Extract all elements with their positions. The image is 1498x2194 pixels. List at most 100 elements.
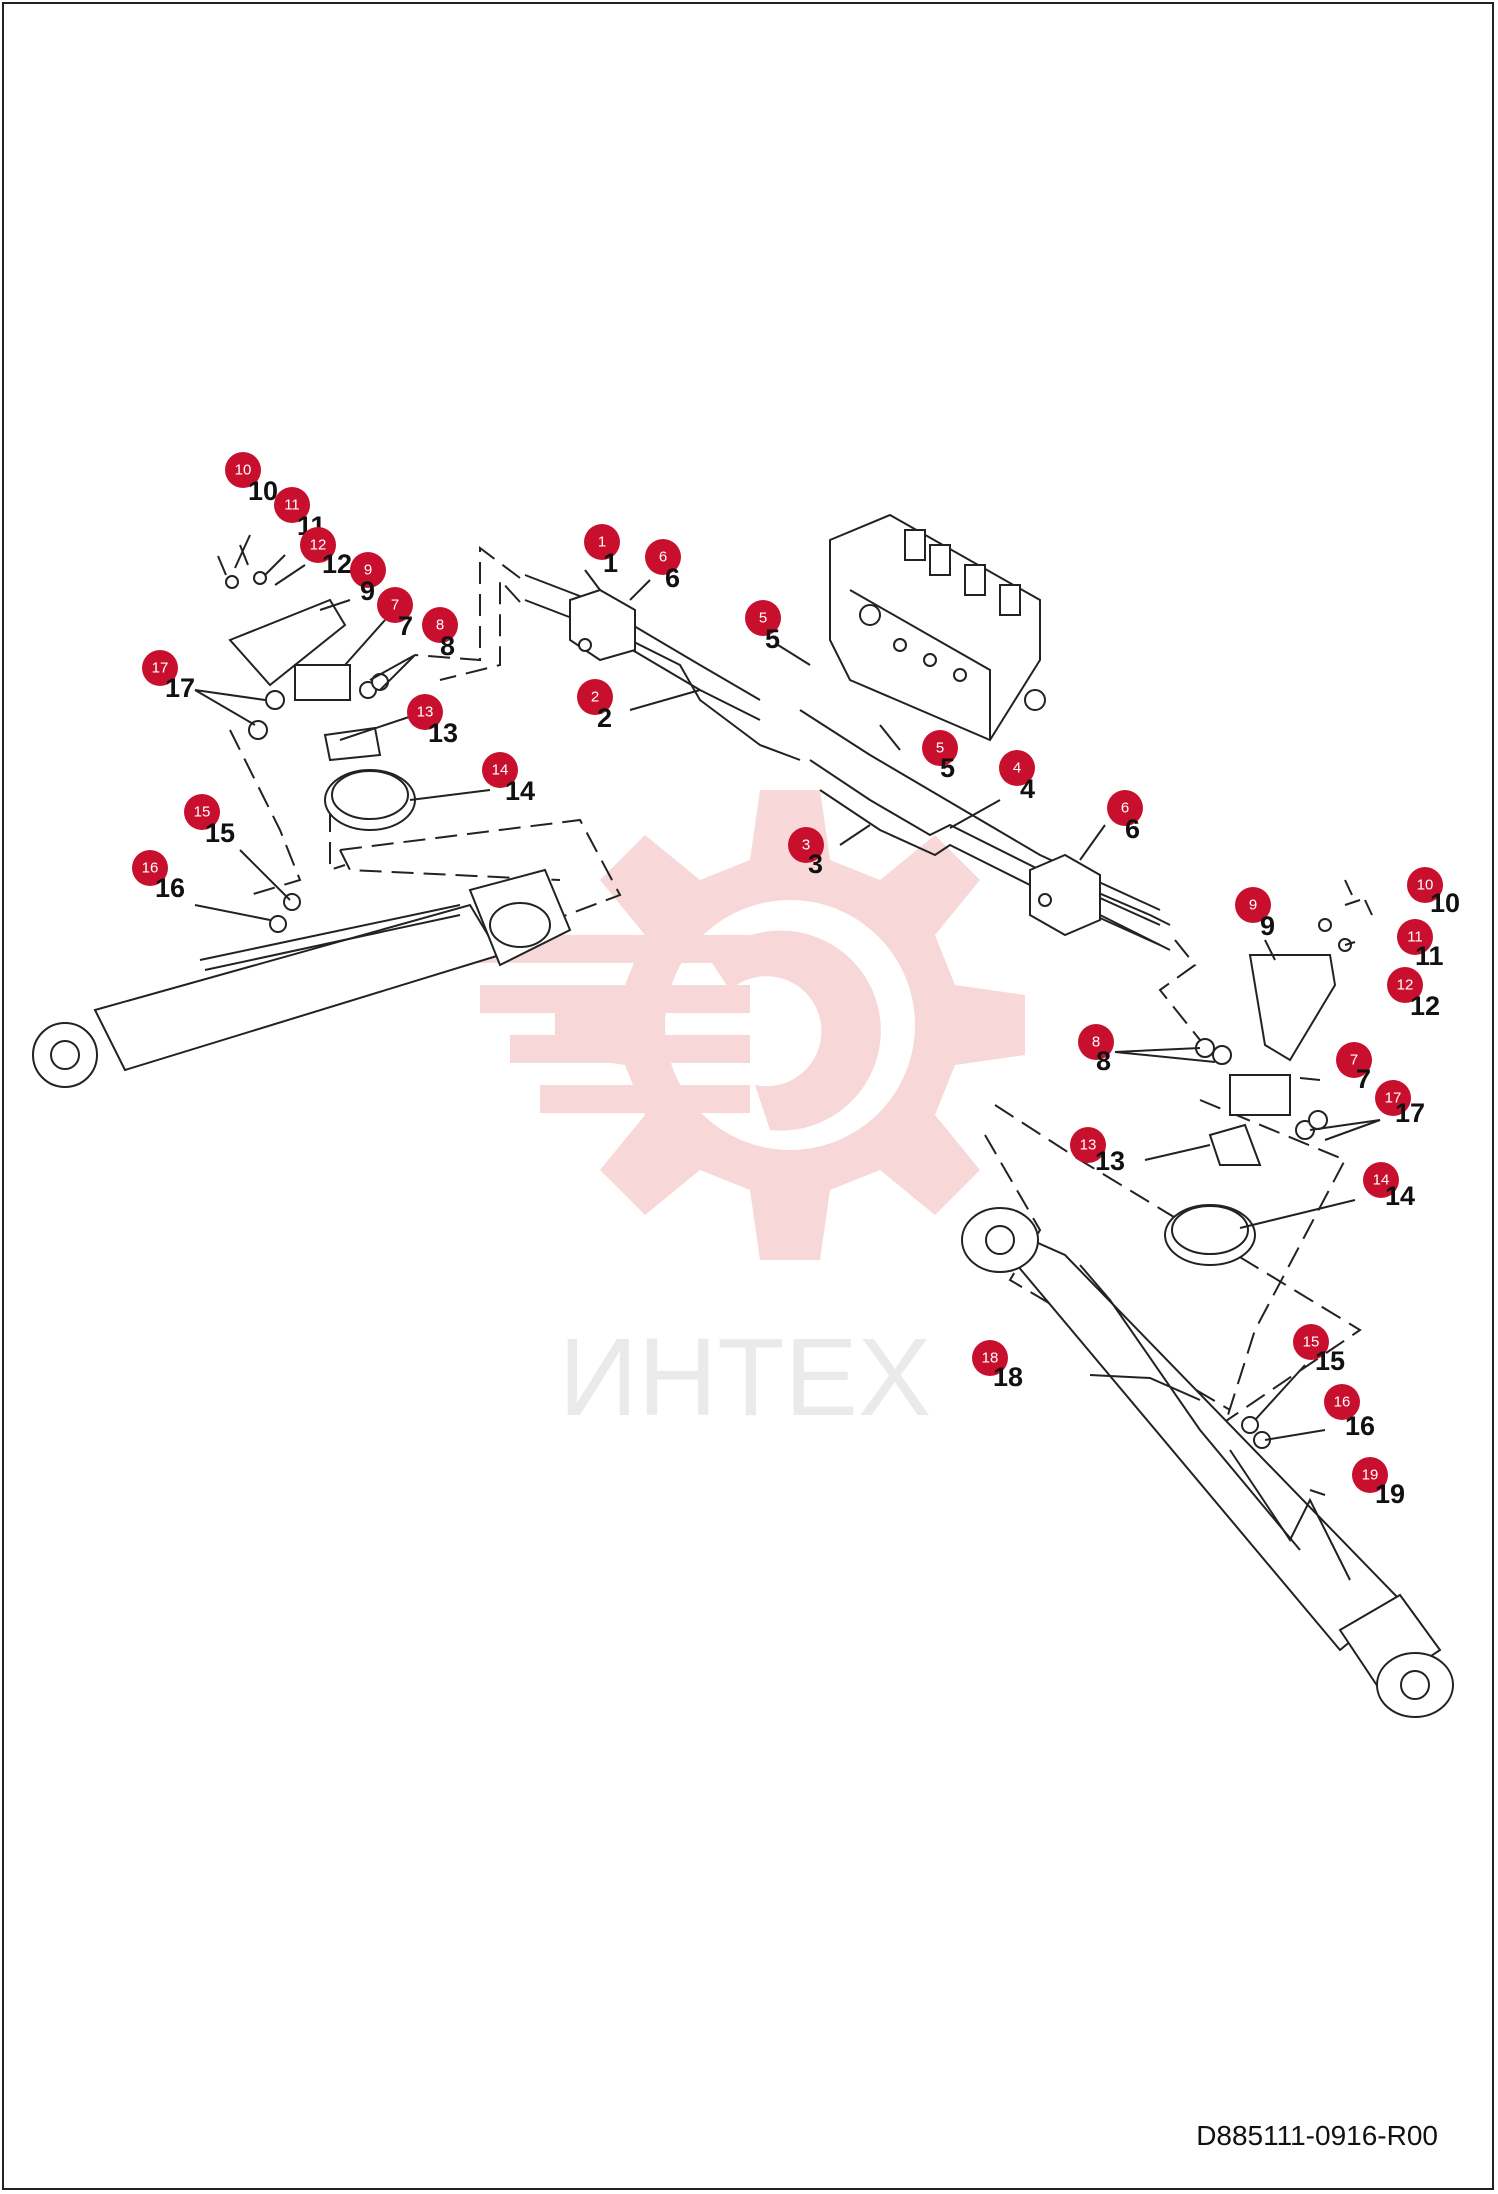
callout-3: 3 3	[788, 827, 824, 879]
callout-badge-text: 11	[284, 497, 300, 514]
callout-badge	[184, 794, 220, 830]
callout-badge-text: 3	[802, 837, 810, 854]
callout-number: 7	[398, 611, 413, 641]
callout-10-left: 10 10	[225, 452, 278, 506]
callout-badge-text: 1	[598, 534, 606, 551]
callout-number: 16	[1345, 1411, 1375, 1441]
callout-10-right: 10 10	[1407, 867, 1460, 918]
callout-9-right: 9 9	[1235, 887, 1275, 941]
callout-17-left: 17 17	[142, 650, 195, 703]
callout-number: 2	[597, 703, 612, 733]
callout-badge-text: 8	[436, 617, 444, 634]
callout-number: 8	[1096, 1046, 1111, 1076]
callout-number: 14	[505, 776, 535, 806]
callout-number: 16	[155, 873, 185, 903]
callout-badge	[577, 679, 613, 715]
callout-badge	[745, 600, 781, 636]
callout-badge	[422, 607, 458, 643]
callout-badge-text: 7	[1350, 1052, 1358, 1069]
boom-cylinder-right	[961, 1207, 1454, 1718]
callout-7-right: 7 7	[1336, 1042, 1372, 1094]
callout-badge-text: 17	[1385, 1090, 1402, 1107]
callout-badge	[1397, 919, 1433, 955]
callout-number: 17	[165, 673, 195, 703]
callout-number: 1	[603, 548, 618, 578]
callout-badge-text: 14	[492, 762, 509, 779]
callout-number: 8	[440, 631, 455, 661]
callout-number: 9	[360, 576, 375, 606]
callout-badge-text: 15	[1303, 1334, 1320, 1351]
callout-12-right: 12 12	[1387, 967, 1440, 1021]
hardware-right	[1164, 879, 1373, 1449]
callout-badge	[300, 527, 336, 563]
callout-badge-text: 16	[1334, 1394, 1351, 1411]
callout-2: 2 2	[577, 679, 613, 733]
callout-badge	[645, 539, 681, 575]
callout-badge-text: 19	[1362, 1467, 1379, 1484]
callout-number: 14	[1385, 1181, 1415, 1211]
leader-lines	[194, 534, 1381, 1496]
control-valve	[829, 513, 1046, 742]
callout-number: 10	[1430, 888, 1460, 918]
callout-badge	[999, 750, 1035, 786]
callout-6-upper: 6 6	[645, 539, 681, 593]
callout-number: 7	[1356, 1064, 1371, 1094]
callout-12-left: 12 12	[300, 527, 352, 579]
watermark-text: ИНТЕХ	[559, 1316, 931, 1439]
callout-13-left: 13 13	[407, 694, 458, 748]
callout-number: 5	[765, 624, 780, 654]
callout-13-right: 13 13	[1070, 1127, 1125, 1176]
callout-badge	[225, 452, 261, 488]
callout-number: 12	[1410, 991, 1440, 1021]
callout-badge	[788, 827, 824, 863]
callout-badge-text: 6	[1121, 800, 1129, 817]
callout-badge-text: 6	[659, 549, 667, 566]
callout-badge	[1293, 1324, 1329, 1360]
callout-number: 13	[428, 718, 458, 748]
callout-number: 11	[1415, 941, 1444, 971]
drawing-number: D885111-0916-R00	[1196, 2120, 1438, 2151]
callout-badge-text: 5	[936, 740, 944, 757]
callout-14-left: 14 14	[482, 752, 535, 806]
callout-badge	[584, 524, 620, 560]
callout-badge-text: 12	[310, 537, 327, 554]
callout-badge	[274, 487, 310, 523]
callout-badge-text: 5	[759, 610, 767, 627]
callout-1: 1 1	[584, 524, 620, 578]
callout-14-right: 14 14	[1363, 1162, 1415, 1211]
callout-badge-text: 8	[1092, 1034, 1100, 1051]
callout-badge-text: 18	[982, 1350, 999, 1367]
callout-19: 19 19	[1352, 1457, 1405, 1509]
callout-badge	[350, 552, 386, 588]
callout-badge	[482, 752, 518, 788]
callout-badge	[377, 587, 413, 623]
callout-badge	[1078, 1024, 1114, 1060]
callout-number: 6	[665, 563, 680, 593]
callout-number: 6	[1125, 814, 1140, 844]
callout-badge	[1363, 1162, 1399, 1198]
callout-18: 18 18	[972, 1340, 1023, 1392]
callout-16-right: 16 16	[1324, 1384, 1375, 1441]
callout-badge	[1107, 790, 1143, 826]
callout-badge	[132, 850, 168, 886]
callout-badge-text: 10	[1417, 877, 1434, 894]
callout-11-right: 11 11	[1397, 919, 1444, 971]
callout-badge	[1336, 1042, 1372, 1078]
callout-badge-text: 17	[152, 660, 169, 677]
callout-badge-text: 7	[391, 597, 399, 614]
callout-badge-text: 12	[1397, 977, 1414, 994]
callout-badge-text: 2	[591, 689, 599, 706]
callout-number: 5	[940, 753, 955, 783]
callout-8-left: 8 8	[422, 607, 458, 661]
watermark-logo: ИНТЕХ	[450, 790, 1025, 1439]
callout-number: 18	[993, 1362, 1023, 1392]
callout-17-right: 17 17	[1375, 1080, 1425, 1128]
tube-clamp-upper	[569, 588, 636, 662]
callout-badge	[407, 694, 443, 730]
callout-6-lower: 6 6	[1107, 790, 1143, 844]
callout-5-lower: 5 5	[922, 730, 958, 783]
callout-badge	[1070, 1127, 1106, 1163]
callout-5-upper: 5 5	[745, 600, 781, 654]
callout-8-right: 8 8	[1078, 1024, 1114, 1076]
